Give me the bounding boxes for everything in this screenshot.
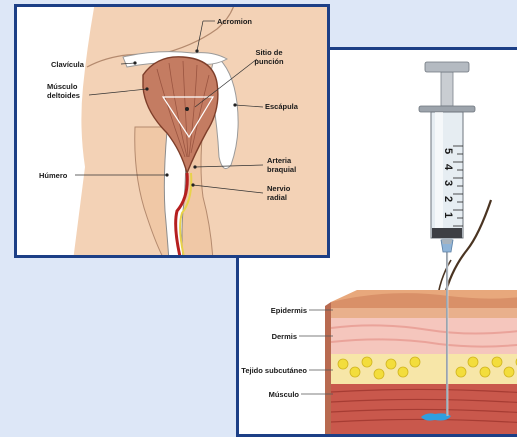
label-radial-nerve-1: Nervio — [267, 184, 291, 193]
syringe-scale-label: 5 — [442, 148, 454, 154]
layer-label-epidermis: Epidermis — [271, 306, 307, 315]
syringe-scale-label: 1 — [442, 212, 454, 218]
label-scapula: Escápula — [265, 102, 299, 111]
label-radial-nerve-2: radial — [267, 193, 287, 202]
layer-label-subcutaneous: Tejido subcutáneo — [241, 366, 307, 375]
layer-label-muscle: Músculo — [269, 390, 300, 399]
tissue-block — [325, 290, 517, 437]
label-clavicle: Clavícula — [51, 60, 85, 69]
injection-site-point — [185, 107, 189, 111]
syringe-scale-label: 4 — [442, 164, 454, 171]
shoulder-illustration: Acromion Sitio de punción Clavícula Músc… — [17, 7, 330, 258]
syringe-scale-label: 3 — [442, 180, 454, 186]
label-deltoid-1: Músculo — [47, 82, 78, 91]
label-acromion: Acromion — [217, 17, 252, 26]
label-deltoid-2: deltoides — [47, 91, 80, 100]
label-brachial-artery-1: Arteria — [267, 156, 292, 165]
layer-label-dermis: Dermis — [272, 332, 297, 341]
label-injection-site-2: punción — [254, 57, 284, 66]
shoulder-anatomy-panel: Acromion Sitio de punción Clavícula Músc… — [14, 4, 330, 258]
label-injection-site-1: Sitio de — [255, 48, 282, 57]
syringe: 5 4 3 2 1 — [419, 62, 475, 244]
label-humerus: Húmero — [39, 171, 68, 180]
label-brachial-artery-2: braquial — [267, 165, 296, 174]
syringe-scale-label: 2 — [442, 196, 454, 202]
